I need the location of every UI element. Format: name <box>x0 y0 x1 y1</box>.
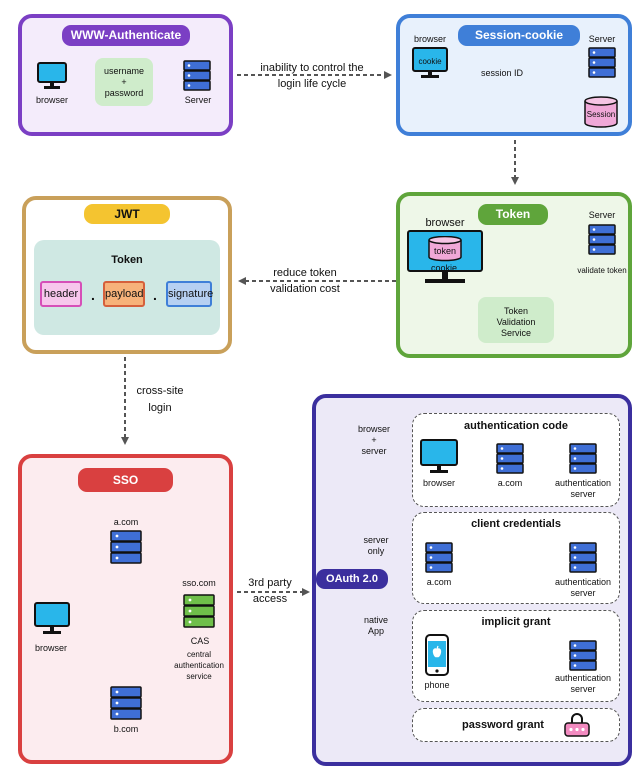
token-cookie-label: cookie <box>430 263 457 273</box>
cas-desc-line2: authentication <box>174 661 224 670</box>
edge-label-line1: reduce token <box>273 267 337 279</box>
cc-server-line2: server <box>570 588 596 598</box>
cred-password: password <box>104 88 144 98</box>
edge-label-line1: 3rd party <box>248 577 292 589</box>
server-icon <box>569 443 597 480</box>
server-icon <box>183 60 211 97</box>
jwt-header: header <box>40 281 82 307</box>
cred-plus: + <box>121 77 127 87</box>
session-server-label: Server <box>588 34 616 44</box>
cas-label: CAS <box>190 636 210 646</box>
branch-line2: App <box>367 626 384 636</box>
browser-monitor-icon <box>412 47 448 84</box>
cred-username: username <box>103 66 145 76</box>
edge-label-line2: access <box>252 593 288 605</box>
phone-label: phone <box>424 680 450 690</box>
browser-monitor-icon <box>37 62 67 95</box>
branch-line3: server <box>361 446 387 456</box>
www-authenticate-title: WWW-Authenticate <box>62 25 190 46</box>
ac-server-line2: server <box>570 489 596 499</box>
server-icon <box>569 542 597 579</box>
edge-label-line1: cross-site <box>136 385 184 397</box>
server-icon <box>496 443 524 480</box>
tvs-line2: Validation <box>496 317 536 327</box>
credentials-box <box>95 58 153 106</box>
database-icon <box>584 96 618 133</box>
edge-label-line2: login life cycle <box>277 78 347 90</box>
browser-monitor-icon <box>34 602 70 641</box>
sso-bcom-label: b.com <box>113 724 139 734</box>
jwt-payload: payload <box>103 281 145 307</box>
browser-monitor-icon <box>420 439 458 480</box>
phone-icon <box>425 634 449 681</box>
edge-label-line2: login <box>148 402 172 414</box>
ig-server-line1: authentication <box>554 673 612 683</box>
session-id-label: session ID <box>480 68 524 78</box>
cas-server-icon <box>183 594 215 635</box>
ac-browser-label: browser <box>422 478 455 488</box>
cc-server-line1: authentication <box>554 577 612 587</box>
jwt-signature: signature <box>166 281 213 307</box>
server-icon <box>569 640 597 677</box>
ig-server-line2: server <box>570 684 596 694</box>
token-database-icon <box>428 235 462 267</box>
tvs-line3: Service <box>500 328 531 338</box>
token-chip-label: token <box>433 246 457 256</box>
server-icon <box>425 542 453 579</box>
session-db-label: Session <box>586 110 616 119</box>
sso-acom-label: a.com <box>113 517 139 527</box>
www-server-label: Server <box>184 95 212 105</box>
jwt-dot-1: . <box>91 287 95 303</box>
edge-label-line2: validation cost <box>270 283 340 295</box>
www-browser-label: browser <box>35 95 68 105</box>
jwt-token-title: Token <box>111 254 143 266</box>
client-credentials-title: client credentials <box>471 518 561 530</box>
branch-line2: + <box>371 435 377 445</box>
token-browser-label: browser <box>425 217 465 229</box>
cc-acom-label: a.com <box>426 577 452 587</box>
sso-ssocom-label: sso.com <box>182 578 216 588</box>
server-icon <box>110 686 142 727</box>
sso-browser-label: browser <box>34 643 67 653</box>
token-server-label: Server <box>588 210 616 220</box>
ac-server-line1: authentication <box>554 478 612 488</box>
branch-line1: server <box>363 535 389 545</box>
token-title: Token <box>478 204 548 225</box>
implicit-grant-title: implicit grant <box>481 616 551 628</box>
server-icon <box>588 224 616 261</box>
password-grant-title: password grant <box>462 719 544 731</box>
branch-line1: native <box>363 615 389 625</box>
branch-line2: only <box>367 546 385 556</box>
auth-code-title: authentication code <box>464 420 568 432</box>
session-cookie-title: Session-cookie <box>458 25 580 46</box>
jwt-dot-2: . <box>153 287 157 303</box>
cas-desc-line3: service <box>186 672 212 681</box>
jwt-title: JWT <box>84 204 170 224</box>
server-icon <box>588 47 616 84</box>
tvs-line1: Token <box>503 306 529 316</box>
session-browser-label: browser <box>413 34 446 44</box>
session-cookie-chip: cookie <box>418 57 442 66</box>
password-lock-icon <box>564 713 590 742</box>
branch-line1: browser <box>357 424 390 434</box>
cas-desc-line1: central <box>186 650 211 659</box>
token-validation-service-box <box>478 297 554 343</box>
edge-label-line1: inability to control the <box>260 62 364 74</box>
ac-acom-label: a.com <box>497 478 523 488</box>
oauth-label: OAuth 2.0 <box>316 569 388 589</box>
sso-title: SSO <box>78 468 173 492</box>
validate-token-label: validate token <box>577 266 627 275</box>
server-icon <box>110 530 142 571</box>
